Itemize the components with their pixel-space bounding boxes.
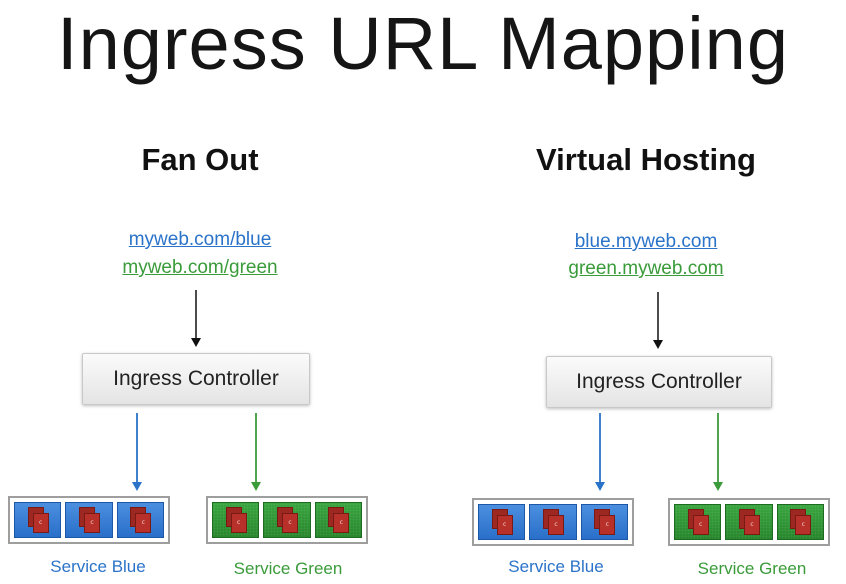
service-green-label: Service Green <box>233 559 343 578</box>
container-icon: c <box>276 507 298 533</box>
service-green-box: c c c <box>206 496 368 544</box>
container-cell: c <box>725 504 773 540</box>
panel-heading: Fan Out <box>141 142 259 177</box>
container-cell: c <box>212 502 260 538</box>
container-cell: c <box>65 502 113 538</box>
ingress-controller-label: Ingress Controller <box>113 367 279 390</box>
container-icon: c <box>790 509 812 535</box>
container-cell: c <box>529 504 577 540</box>
container-icon: c <box>328 507 350 533</box>
arrow-to-service-blue-head <box>595 482 605 491</box>
container-icon: c <box>225 507 247 533</box>
service-green-label: Service Green <box>697 559 807 578</box>
container-icon: c <box>738 509 760 535</box>
url-link-green[interactable]: green.myweb.com <box>568 258 724 279</box>
container-cell: c <box>580 504 628 540</box>
service-blue-label: Service Blue <box>508 557 604 576</box>
ingress-controller-box: Ingress Controller <box>546 356 772 408</box>
service-green-box: c c c <box>668 498 830 546</box>
flow-arrows <box>132 290 261 491</box>
arrow-to-service-green-head <box>713 482 723 491</box>
fan-out-panel: Fan Out myweb.com/blue myweb.com/green I… <box>0 140 400 584</box>
panel-heading: Virtual Hosting <box>536 142 756 177</box>
page-title: Ingress URL Mapping <box>57 2 789 85</box>
container-icon: c <box>27 507 49 533</box>
container-icon: c <box>78 507 100 533</box>
virtual-hosting-panel: Virtual Hosting blue.myweb.com green.myw… <box>446 140 846 584</box>
arrow-to-controller-head <box>191 338 201 347</box>
url-link-blue[interactable]: blue.myweb.com <box>574 231 718 252</box>
container-icon: c <box>491 509 513 535</box>
container-cell: c <box>776 504 824 540</box>
ingress-controller-box: Ingress Controller <box>82 353 310 405</box>
url-link-green[interactable]: myweb.com/green <box>122 257 278 278</box>
container-icon: c <box>130 507 152 533</box>
container-cell: c <box>116 502 164 538</box>
container-icon: c <box>594 509 616 535</box>
arrow-to-service-green-head <box>251 482 261 491</box>
container-cell: c <box>263 502 311 538</box>
container-cell: c <box>14 502 62 538</box>
service-blue-label: Service Blue <box>50 557 146 576</box>
url-link-blue[interactable]: myweb.com/blue <box>128 229 272 250</box>
flow-arrows <box>595 292 723 491</box>
arrow-to-controller-head <box>653 340 663 349</box>
container-icon: c <box>687 509 709 535</box>
container-icon: c <box>542 509 564 535</box>
ingress-controller-label: Ingress Controller <box>576 370 742 393</box>
container-cell: c <box>478 504 526 540</box>
service-blue-box: c c c <box>472 498 634 546</box>
arrow-to-service-blue-head <box>132 482 142 491</box>
container-cell: c <box>314 502 362 538</box>
service-blue-box: c c c <box>8 496 170 544</box>
container-cell: c <box>674 504 722 540</box>
